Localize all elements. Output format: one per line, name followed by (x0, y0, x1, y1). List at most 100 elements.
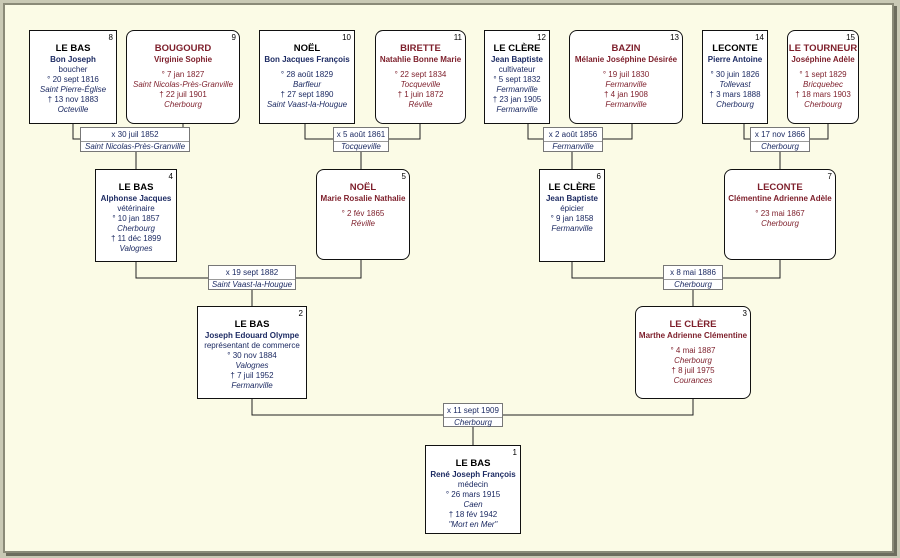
person-number: 2 (298, 309, 303, 318)
person-birth: ° 28 août 1829 (280, 70, 334, 79)
person-death: † 1 juin 1872 (397, 90, 444, 99)
person-death: † 7 juil 1952 (230, 371, 274, 380)
person-occupation: épicier (560, 204, 584, 213)
person-birth: ° 22 sept 1834 (394, 70, 447, 79)
person-birth-place: Saint Nicolas-Près-Granville (132, 80, 234, 89)
person-occupation: médecin (457, 480, 489, 489)
person-surname: BOUGOURD (154, 43, 212, 54)
person-surname: LECONTE (712, 43, 758, 54)
person-surname: NOËL (349, 182, 377, 193)
marriage-4-5[interactable]: x 19 sept 1882 Saint Vaast-la-Hougue (208, 265, 296, 290)
person-birth: ° 19 juil 1830 (602, 70, 650, 79)
person-number: 14 (755, 33, 764, 42)
person-7[interactable]: 7 LECONTE Clémentine Adrienne Adèle ° 23… (724, 169, 836, 260)
marriage-date: x 2 août 1856 (548, 130, 598, 139)
marriage-date: x 30 juil 1852 (111, 130, 159, 139)
person-number: 11 (453, 33, 462, 42)
person-number: 6 (596, 172, 601, 181)
person-number: 4 (168, 172, 173, 181)
person-occupation: cultivateur (498, 65, 536, 74)
marriage-place: Saint Nicolas-Près-Granville (81, 141, 189, 152)
person-birth: ° 10 jan 1857 (112, 214, 160, 223)
person-birth: ° 4 mai 1887 (670, 346, 716, 355)
person-number: 8 (108, 33, 113, 42)
marriage-place: Tocqueville (334, 141, 388, 152)
person-4[interactable]: 4 LE BAS Alphonse Jacques vétérinaire ° … (95, 169, 177, 262)
person-surname: LE CLÈRE (548, 182, 596, 193)
person-3[interactable]: 3 LE CLÈRE Marthe Adrienne Clémentine ° … (635, 306, 751, 399)
person-9[interactable]: 9 BOUGOURD Virginie Sophie ° 7 jan 1827 … (126, 30, 240, 124)
person-death: † 11 déc 1899 (110, 234, 162, 243)
person-death-place: Cherbourg (804, 100, 842, 109)
person-surname: LE CLÈRE (493, 43, 541, 54)
person-surname: LE TOURNEUR (788, 43, 858, 54)
marriage-2-3[interactable]: x 11 sept 1909 Cherbourg (443, 403, 503, 427)
marriage-6-7[interactable]: x 8 mai 1886 Cherbourg (663, 265, 723, 290)
person-8[interactable]: 8 LE BAS Bon Joseph boucher ° 20 sept 18… (29, 30, 117, 124)
marriage-date: x 5 août 1861 (336, 130, 386, 139)
person-death-place: "Mort en Mer" (448, 520, 498, 529)
person-given-names: Joseph Edouard Olympe (204, 331, 300, 340)
person-13[interactable]: 13 BAZIN Mélanie Joséphine Désirée ° 19 … (569, 30, 683, 124)
person-10[interactable]: 10 NOËL Bon Jacques François ° 28 août 1… (259, 30, 355, 124)
person-given-names: Clémentine Adrienne Adèle (728, 194, 832, 203)
person-surname: BIRETTE (400, 43, 441, 54)
person-birth: ° 26 mars 1915 (445, 490, 501, 499)
person-death-place: Octeville (57, 105, 89, 114)
marriage-date: x 17 nov 1866 (754, 130, 806, 139)
person-6[interactable]: 6 LE CLÈRE Jean Baptiste épicier ° 9 jan… (539, 169, 605, 262)
person-15[interactable]: 15 LE TOURNEUR Joséphine Adèle ° 1 sept … (787, 30, 859, 124)
person-surname: LE BAS (118, 182, 154, 193)
person-birth-place: Fermanville (551, 224, 593, 233)
marriage-12-13[interactable]: x 2 août 1856 Fermanville (543, 127, 603, 152)
person-surname: NOËL (293, 43, 321, 54)
person-given-names: Bon Joseph (50, 55, 96, 64)
person-birth-place: Cherbourg (761, 219, 799, 228)
person-2[interactable]: 2 LE BAS Joseph Edouard Olympe représent… (197, 306, 307, 399)
person-1[interactable]: 1 LE BAS René Joseph François médecin ° … (425, 445, 521, 534)
person-death: † 27 sept 1890 (280, 90, 334, 99)
marriage-14-15[interactable]: x 17 nov 1866 Cherbourg (750, 127, 810, 152)
person-given-names: Jean Baptiste (490, 55, 544, 64)
person-birth-place: Tollevast (719, 80, 751, 89)
person-birth: ° 5 sept 1832 (493, 75, 541, 84)
person-number: 12 (537, 33, 546, 42)
marriage-date: x 11 sept 1909 (447, 406, 499, 415)
person-given-names: Natahlie Bonne Marie (379, 55, 462, 64)
person-given-names: Mélanie Joséphine Désirée (574, 55, 678, 64)
person-death: † 18 fév 1942 (448, 510, 498, 519)
person-given-names: Jean Baptiste (545, 194, 599, 203)
person-death-place: Fermanville (605, 100, 647, 109)
person-death-place: Cherbourg (716, 100, 754, 109)
marriage-8-9[interactable]: x 30 juil 1852 Saint Nicolas-Près-Granvi… (80, 127, 190, 152)
person-death: † 22 juil 1901 (159, 90, 207, 99)
person-birth-place: Cherbourg (117, 224, 155, 233)
person-11[interactable]: 11 BIRETTE Natahlie Bonne Marie ° 22 sep… (375, 30, 466, 124)
person-birth-place: Saint Pierre-Église (39, 85, 107, 94)
person-occupation: représentant de commerce (204, 341, 300, 350)
marriage-place: Cherbourg (751, 141, 809, 152)
person-birth: ° 2 fév 1865 (341, 209, 385, 218)
marriage-date: x 19 sept 1882 (225, 268, 279, 277)
person-birth-place: Fermanville (496, 85, 538, 94)
person-number: 5 (401, 172, 406, 181)
person-death-place: Réville (408, 100, 433, 109)
person-birth: ° 30 juin 1826 (710, 70, 760, 79)
person-death-place: Fermanville (231, 381, 273, 390)
person-birth-place: Fermanville (605, 80, 647, 89)
person-death-place: Cherbourg (164, 100, 202, 109)
person-given-names: Marthe Adrienne Clémentine (638, 331, 748, 340)
person-surname: BAZIN (611, 43, 641, 54)
person-number: 9 (231, 33, 236, 42)
person-number: 13 (670, 33, 679, 42)
person-birth: ° 23 mai 1867 (755, 209, 805, 218)
person-5[interactable]: 5 NOËL Marie Rosalie Nathalie ° 2 fév 18… (316, 169, 410, 260)
person-number: 3 (742, 309, 747, 318)
person-given-names: Bon Jacques François (264, 55, 350, 64)
marriage-10-11[interactable]: x 5 août 1861 Tocqueville (333, 127, 389, 152)
person-number: 15 (846, 33, 855, 42)
person-12[interactable]: 12 LE CLÈRE Jean Baptiste cultivateur ° … (484, 30, 550, 124)
marriage-place: Cherbourg (444, 417, 502, 428)
person-14[interactable]: 14 LECONTE Pierre Antoine ° 30 juin 1826… (702, 30, 768, 124)
person-surname: LE BAS (455, 458, 491, 469)
